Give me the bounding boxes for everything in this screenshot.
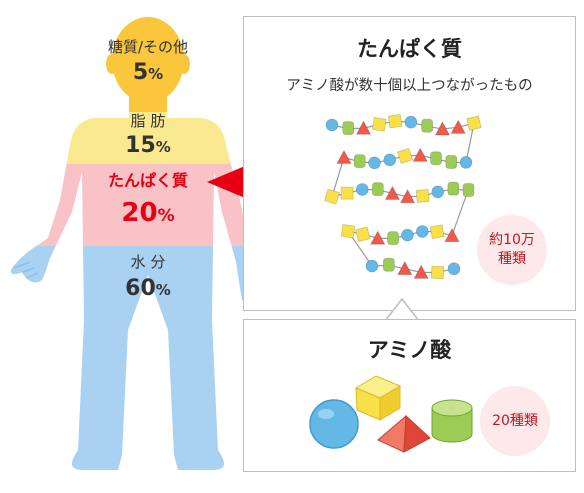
chain-bead-pyramid-icon xyxy=(444,227,460,242)
protein-variety-badge: 約10万 種類 xyxy=(477,215,547,285)
amino-shapes-illustration xyxy=(309,375,473,453)
label-water: 水 分 xyxy=(130,253,166,271)
chain-bead-cube-icon xyxy=(396,147,414,164)
chain-bead-cube-icon xyxy=(355,226,371,243)
chain-bead-pyramid-icon xyxy=(450,119,466,134)
chain-bead-sphere-icon xyxy=(415,225,429,238)
chain-bead-sphere-icon xyxy=(355,183,369,196)
value-other: 5% xyxy=(120,62,176,84)
chain-bead-cylinder-icon xyxy=(353,154,366,169)
label-fat: 脂 肪 xyxy=(130,112,166,130)
chain-bead-cube-icon xyxy=(430,265,445,280)
chain-bead-pyramid-icon xyxy=(370,230,386,245)
amino-variety-badge: 20種類 xyxy=(480,386,550,456)
chain-bead-cylinder-icon xyxy=(462,183,475,197)
chain-bead-cube-icon xyxy=(340,186,354,200)
pointer-arrow-icon xyxy=(207,166,245,198)
sphere-icon xyxy=(309,399,359,449)
chain-bead-cylinder-icon xyxy=(342,121,355,135)
protein-panel: たんぱく質 アミノ酸が数十個以上つながったもの 約10万 種類 xyxy=(243,16,576,311)
cube-icon xyxy=(354,375,402,421)
label-protein: たんぱく質 xyxy=(107,171,188,190)
chain-bead-cylinder-icon xyxy=(447,181,460,196)
value-fat: 15% xyxy=(108,135,188,157)
value-water: 60% xyxy=(108,278,188,300)
value-protein-number: 20 xyxy=(121,198,158,228)
chain-bead-sphere-icon xyxy=(365,259,379,273)
protein-variety-count: 約10万 xyxy=(489,232,535,249)
chain-bead-pyramid-icon xyxy=(413,264,429,279)
chain-bead-sphere-icon xyxy=(459,155,473,169)
chain-bead-cube-icon xyxy=(429,224,445,240)
chain-bead-cube-icon xyxy=(340,223,356,239)
chain-bead-cylinder-icon xyxy=(382,257,395,272)
chain-bead-pyramid-icon xyxy=(384,185,401,200)
value-other-unit: % xyxy=(148,65,164,83)
chain-bead-pyramid-icon xyxy=(412,147,428,162)
amino-panel-title: アミノ酸 xyxy=(367,338,452,362)
human-body-figure xyxy=(10,17,248,470)
protein-chain-illustration xyxy=(324,113,482,280)
protein-panel-subtitle: アミノ酸が数十個以上つながったもの xyxy=(286,78,533,94)
protein-panel-title: たんぱく質 xyxy=(357,37,462,61)
value-water-unit: % xyxy=(155,281,171,299)
amino-variety-text: 20種類 xyxy=(492,412,538,429)
chain-bead-cube-icon xyxy=(466,115,482,131)
chain-bead-cube-icon xyxy=(415,189,430,203)
chain-bead-cylinder-icon xyxy=(371,182,384,197)
chain-bead-sphere-icon xyxy=(404,115,418,129)
pyramid-icon xyxy=(377,414,431,453)
cylinder-icon xyxy=(431,399,473,443)
chain-bead-cube-icon xyxy=(324,188,340,205)
chain-bead-sphere-icon xyxy=(368,156,381,170)
value-protein-unit: % xyxy=(157,206,175,226)
value-water-number: 60 xyxy=(125,276,156,301)
chain-bead-cylinder-icon xyxy=(445,155,458,169)
chain-bead-pyramid-icon xyxy=(355,120,372,135)
value-fat-unit: % xyxy=(155,138,171,156)
chain-bead-sphere-icon xyxy=(431,185,445,199)
segment-other xyxy=(10,17,248,112)
label-other: 糖質/その他 xyxy=(107,38,189,56)
chain-bead-cylinder-icon xyxy=(421,118,434,133)
chain-bead-pyramid-icon xyxy=(399,188,416,204)
chain-bead-sphere-icon xyxy=(401,228,414,242)
chain-bead-sphere-icon xyxy=(325,118,339,132)
chain-bead-cube-icon xyxy=(372,117,387,132)
protein-variety-unit: 種類 xyxy=(497,251,526,267)
chain-bead-cylinder-icon xyxy=(387,231,399,245)
value-fat-number: 15 xyxy=(125,133,156,158)
amino-acid-panel: アミノ酸 20種類 xyxy=(243,319,576,472)
chain-bead-cube-icon xyxy=(387,113,403,129)
chain-bead-pyramid-icon xyxy=(434,121,451,136)
value-other-number: 5 xyxy=(132,60,149,85)
value-protein: 20% xyxy=(104,200,192,226)
chain-bead-pyramid-icon xyxy=(336,149,352,164)
chain-bead-cylinder-icon xyxy=(430,151,442,166)
chain-bead-sphere-icon xyxy=(447,262,461,276)
chain-bead-pyramid-icon xyxy=(397,260,413,276)
chain-bead-sphere-icon xyxy=(383,153,397,167)
